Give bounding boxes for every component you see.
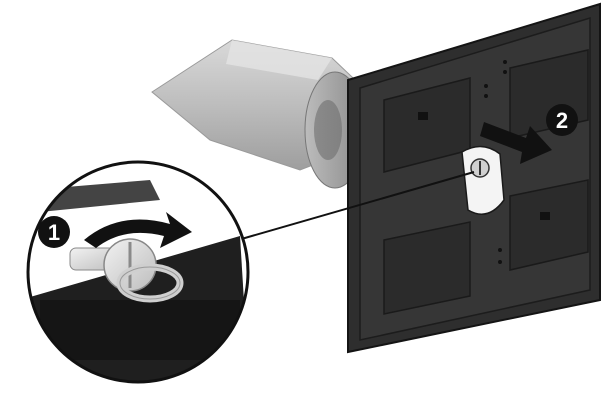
panel-center-cutout [461, 145, 505, 215]
step-1-number: 1 [48, 220, 60, 245]
curved-rotate-arrow-icon [84, 212, 192, 248]
panel-pad-bottom-right [509, 179, 589, 271]
back-panel [347, 2, 601, 354]
step-2-badge: 2 [546, 104, 578, 136]
step-1-badge: 1 [38, 216, 70, 248]
thumbscrew-large [69, 238, 184, 303]
panel-hole [418, 112, 428, 120]
step-2-number: 2 [556, 108, 568, 133]
panel-hole [540, 212, 550, 220]
callout-leader-line [237, 171, 475, 241]
right-arrow-icon [480, 122, 552, 164]
panel-pad-bottom-left [383, 221, 471, 315]
zoom-detail-circle [26, 160, 250, 384]
